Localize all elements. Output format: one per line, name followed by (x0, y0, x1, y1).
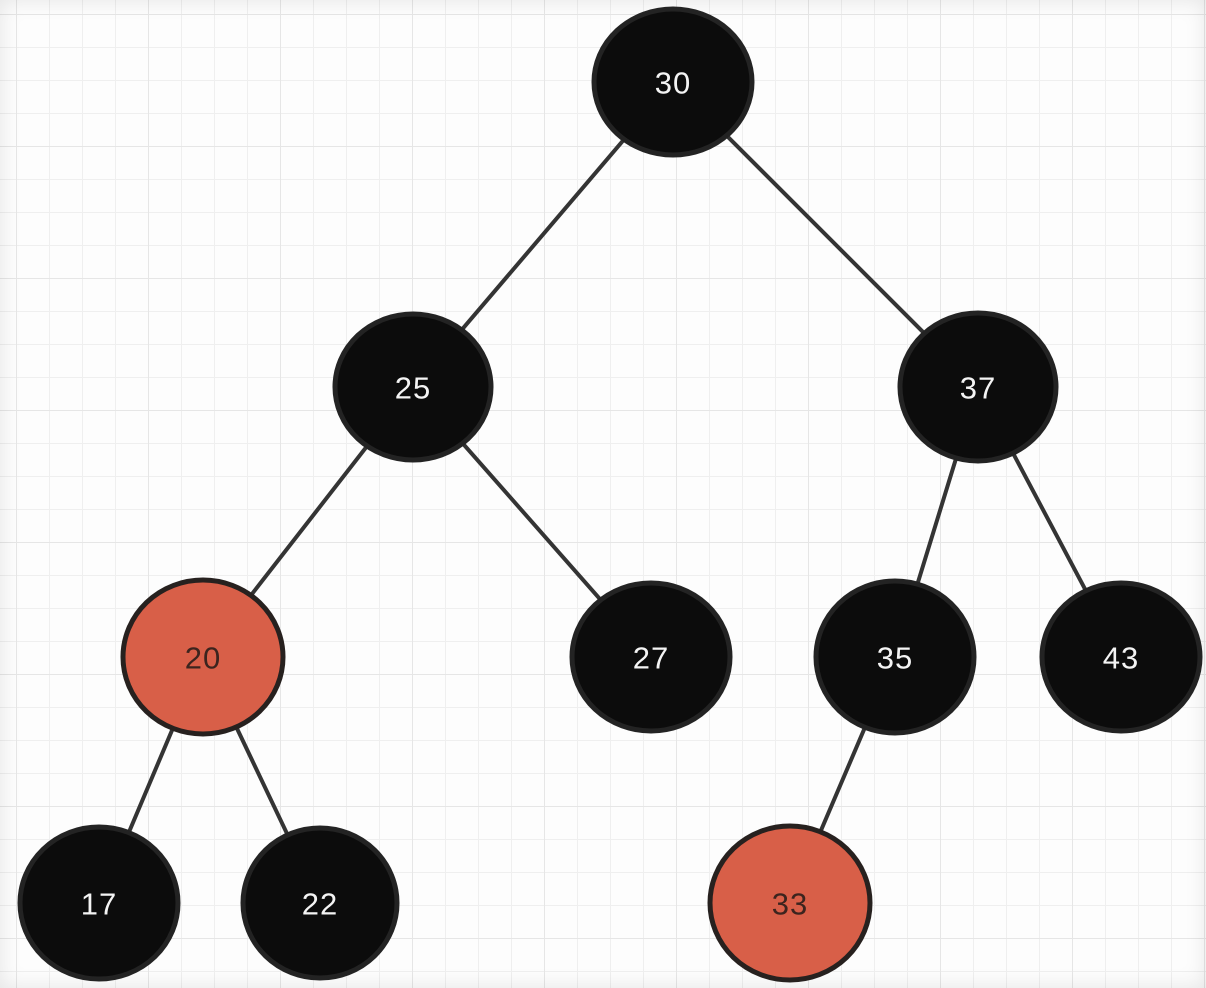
tree-node-35[interactable]: 35 (813, 578, 977, 736)
tree-node-circle-35[interactable] (813, 578, 977, 736)
tree-node-20[interactable]: 20 (120, 577, 286, 737)
tree-node-33[interactable]: 33 (707, 823, 873, 983)
tree-node-circle-27[interactable] (569, 580, 733, 734)
tree-node-circle-30[interactable] (591, 6, 755, 158)
tree-node-circle-43[interactable] (1039, 580, 1203, 734)
tree-node-25[interactable]: 25 (332, 311, 494, 463)
edge-layer (97, 80, 1123, 905)
tree-node-circle-33[interactable] (707, 823, 873, 983)
tree-node-27[interactable]: 27 (569, 580, 733, 734)
tree-node-circle-25[interactable] (332, 311, 494, 463)
tree-node-circle-17[interactable] (17, 824, 181, 982)
tree-node-22[interactable]: 22 (240, 825, 400, 981)
tree-node-37[interactable]: 37 (897, 310, 1059, 464)
tree-node-43[interactable]: 43 (1039, 580, 1203, 734)
tree-node-circle-20[interactable] (120, 577, 286, 737)
tree-node-17[interactable]: 17 (17, 824, 181, 982)
tree-node-circle-37[interactable] (897, 310, 1059, 464)
tree-node-30[interactable]: 30 (591, 6, 755, 158)
tree-node-circle-22[interactable] (240, 825, 400, 981)
